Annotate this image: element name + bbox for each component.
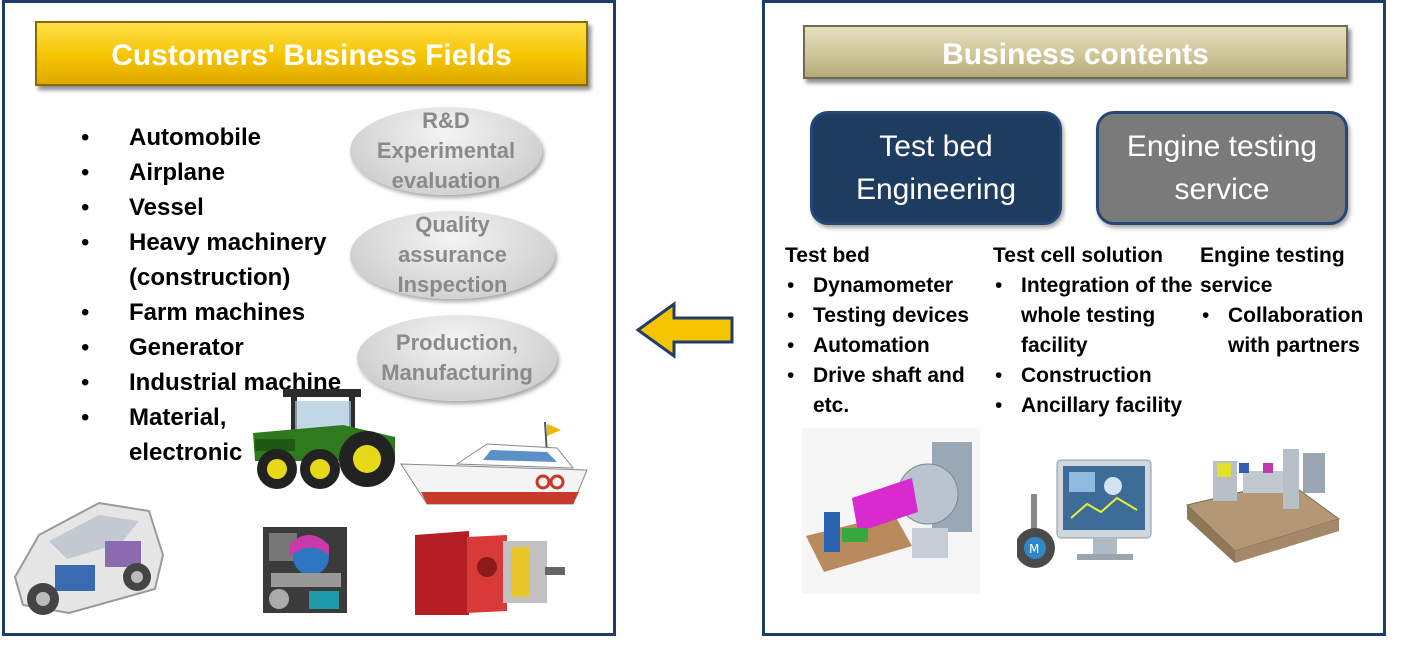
engine-testing-box: Engine testing service	[1096, 111, 1348, 225]
list-item: Airplane	[75, 155, 345, 190]
column-heading: Engine testing service	[1200, 244, 1345, 297]
oval-quality: Quality assurance Inspection	[350, 211, 555, 299]
list-item: Vessel	[75, 190, 345, 225]
list-item: Automation	[785, 331, 985, 361]
list-item: Automobile	[75, 120, 345, 155]
testbed-column: Test bed Dynamometer Testing devices Aut…	[785, 241, 985, 421]
business-panel: Business contents Test bed Engineering E…	[762, 0, 1386, 636]
customers-panel: Customers' Business Fields Automobile Ai…	[2, 0, 616, 636]
tractor-icon	[253, 389, 395, 489]
list-item: Testing devices	[785, 301, 985, 331]
car-icon	[13, 501, 165, 615]
column-heading: Test bed	[785, 244, 870, 267]
test-rig-icon	[1185, 449, 1341, 563]
testcell-column: Test cell solution Integration of the wh…	[993, 241, 1198, 421]
column-heading: Test cell solution	[993, 244, 1163, 267]
svg-text:M: M	[1029, 542, 1039, 556]
list-item: Farm machines	[75, 295, 345, 330]
list-item: Generator	[75, 330, 345, 365]
list-item: Material, electronic	[75, 400, 345, 470]
list-item: Dynamometer	[785, 271, 985, 301]
monitor-icon: M	[1017, 459, 1152, 568]
list-item: Integration of the whole testing facilit…	[993, 271, 1198, 361]
engine-icon	[263, 527, 347, 613]
oval-rnd: R&D Experimental evaluation	[350, 107, 542, 195]
oval-production: Production, Manufacturing	[357, 315, 557, 401]
list-item: Drive shaft and etc.	[785, 361, 985, 421]
customers-title: Customers' Business Fields	[35, 21, 588, 86]
engine-service-column: Engine testing service Collaboration wit…	[1200, 241, 1380, 361]
list-item: Ancillary facility	[993, 391, 1198, 421]
dynamometer-icon	[802, 428, 980, 594]
business-title: Business contents	[803, 25, 1348, 79]
yacht-icon	[400, 421, 588, 505]
list-item: Collaboration with partners	[1200, 301, 1380, 361]
list-item: Construction	[993, 361, 1198, 391]
left-arrow-icon	[635, 301, 734, 359]
testbed-engineering-box: Test bed Engineering	[810, 111, 1062, 225]
gearbox-icon	[415, 531, 565, 615]
list-item: Heavy machinery (construction)	[75, 225, 345, 295]
